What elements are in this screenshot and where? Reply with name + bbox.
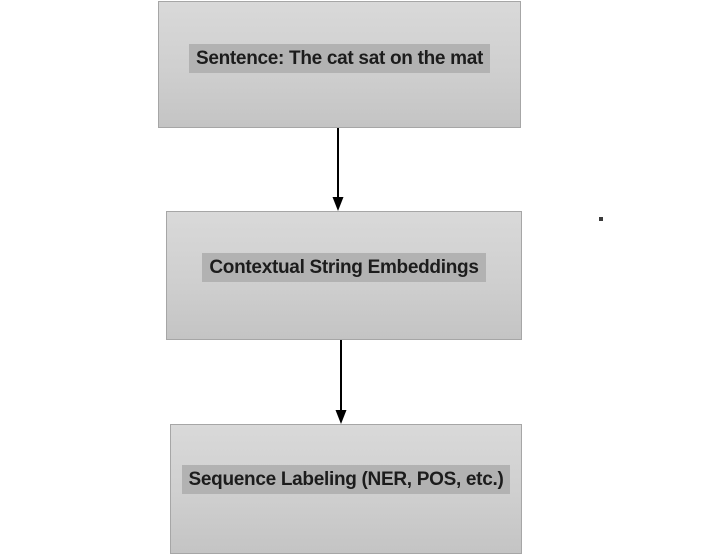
- flow-node-sentence: Sentence: The cat sat on the mat: [158, 1, 521, 128]
- flow-node-embeddings: Contextual String Embeddings: [166, 211, 522, 340]
- stray-dot: [599, 217, 603, 221]
- flow-node-labeling: Sequence Labeling (NER, POS, etc.): [170, 424, 522, 554]
- node-labeling-label: Sequence Labeling (NER, POS, etc.): [181, 465, 511, 494]
- arrow-head-icon: [332, 197, 344, 211]
- node-label-row: Contextual String Embeddings: [167, 253, 521, 282]
- arrow-head-icon: [335, 410, 347, 424]
- connector-arrow-embeddings-to-labeling: [335, 340, 347, 424]
- node-embeddings-label: Contextual String Embeddings: [202, 253, 486, 282]
- node-label-row: Sentence: The cat sat on the mat: [159, 44, 520, 73]
- node-sentence-label: Sentence: The cat sat on the mat: [188, 44, 491, 73]
- connector-arrow-sentence-to-embeddings: [332, 128, 344, 211]
- node-label-row: Sequence Labeling (NER, POS, etc.): [171, 465, 521, 494]
